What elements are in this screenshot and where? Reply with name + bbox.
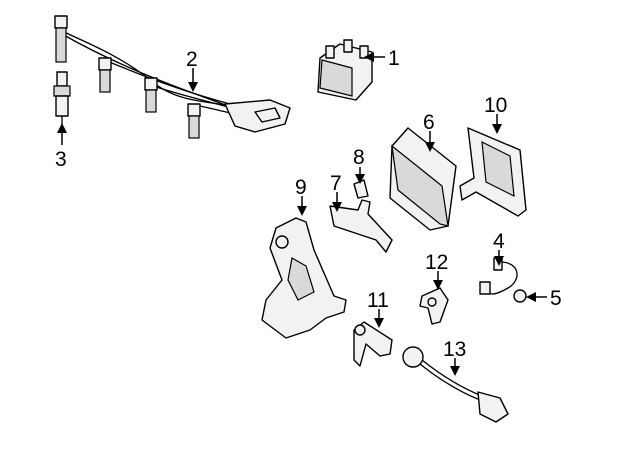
- callout-12: 12: [425, 251, 448, 274]
- crankshaft-position-sensor: [353, 321, 393, 367]
- callout-5: 5: [550, 287, 562, 310]
- callout-6: 6: [423, 111, 435, 134]
- callout-3: 3: [55, 148, 67, 171]
- module-bracket: [459, 127, 527, 217]
- sensor-plug: [513, 289, 527, 303]
- callout-10: 10: [484, 94, 507, 117]
- spark-plug: [53, 71, 71, 126]
- callout-9: 9: [295, 176, 307, 199]
- callout-leaders: [57, 52, 547, 376]
- camshaft-position-sensor: [419, 287, 449, 325]
- ignition-coil: [317, 39, 373, 101]
- callout-2: 2: [186, 48, 198, 71]
- retainer-clip: [353, 179, 369, 199]
- knock-sensor: [402, 346, 509, 423]
- callout-13: 13: [443, 338, 466, 361]
- callout-11: 11: [367, 289, 389, 312]
- callout-8: 8: [353, 146, 365, 169]
- engine-bracket: [261, 217, 347, 339]
- callout-7: 7: [330, 172, 342, 195]
- mounting-bracket: [329, 199, 393, 253]
- control-module: [389, 127, 457, 231]
- callout-1: 1: [388, 47, 400, 70]
- callout-4: 4: [493, 230, 505, 253]
- ignition-wire-set: [54, 15, 291, 139]
